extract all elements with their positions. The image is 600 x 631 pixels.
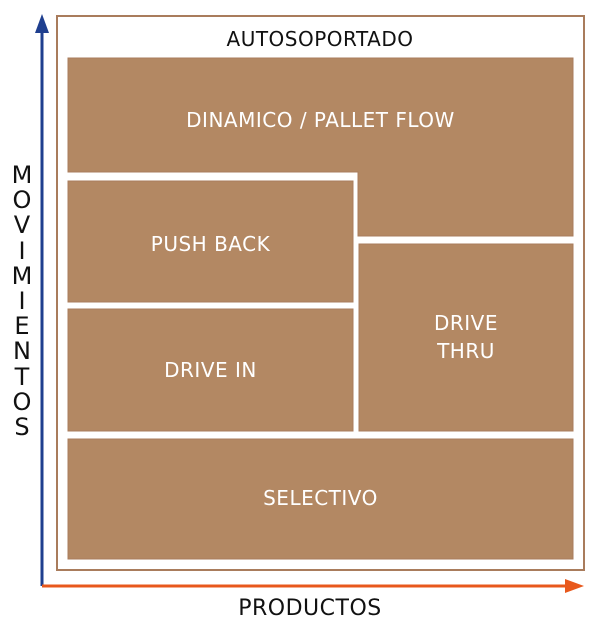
y-axis-label-letter: E	[14, 312, 30, 341]
block-drive-thru	[358, 243, 574, 432]
y-axis-label-letter: I	[18, 287, 26, 315]
x-axis-label: PRODUCTOS	[238, 596, 382, 621]
label-selectivo: SELECTIVO	[263, 486, 378, 510]
block-drive-in	[67, 308, 354, 432]
y-axis-label-letter: M	[11, 261, 33, 290]
block-selectivo	[67, 438, 574, 560]
y-axis-label-letter: V	[13, 211, 31, 240]
y-axis-arrowhead	[35, 14, 49, 33]
label-push-back: PUSH BACK	[150, 232, 271, 256]
label-drive-thru: DRIVE THRU	[433, 311, 498, 363]
y-axis-label-letter: I	[18, 236, 26, 265]
y-axis-label-letter: T	[14, 362, 30, 391]
block-dinamico-pallet-flow	[67, 57, 574, 237]
y-axis-label-letter: N	[13, 337, 31, 366]
y-axis-label-letter: S	[14, 413, 30, 441]
label-drive-in: DRIVE IN	[164, 358, 257, 382]
block-push-back	[67, 180, 354, 303]
x-axis-arrowhead	[565, 579, 584, 593]
container-title: AUTOSOPORTADO	[226, 27, 414, 51]
y-axis-label-letter: O	[12, 387, 32, 416]
label-dinamico-pallet-flow: DINAMICO / PALLET FLOW	[186, 108, 455, 132]
y-axis-label-letter: M	[11, 161, 33, 189]
y-axis-label-letter: O	[12, 186, 32, 215]
